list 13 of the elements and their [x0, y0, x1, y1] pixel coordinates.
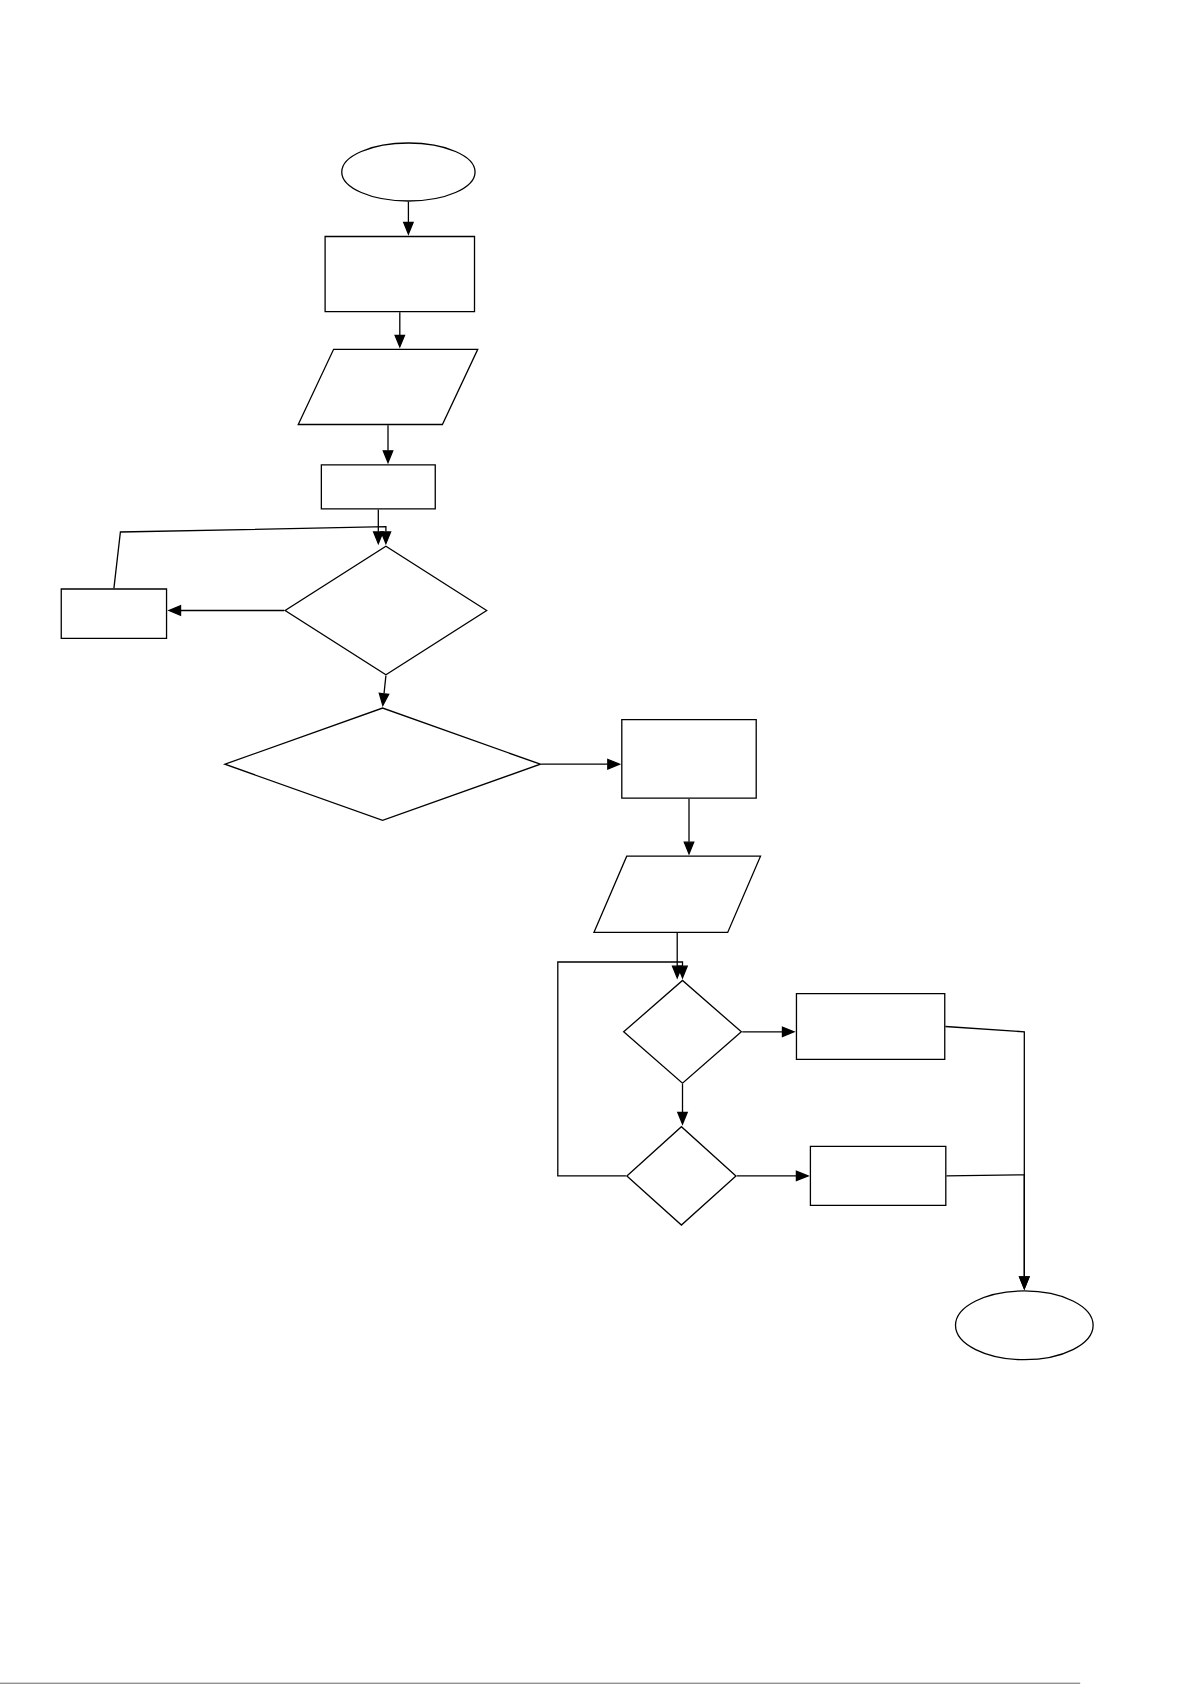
- data-parallelogram: [297, 348, 479, 426]
- process-box: [60, 588, 168, 640]
- process-box: [621, 718, 757, 799]
- decision-diamond: [625, 1125, 737, 1226]
- process-box: [324, 235, 476, 313]
- arrow: [113, 526, 392, 589]
- terminal-ellipse: [341, 142, 476, 202]
- decision-diamond: [283, 545, 488, 676]
- process-box: [320, 464, 436, 510]
- process-box: [809, 1145, 947, 1207]
- terminal-ellipse: [954, 1290, 1094, 1361]
- process-box: [795, 993, 946, 1060]
- arrow: [557, 961, 689, 1177]
